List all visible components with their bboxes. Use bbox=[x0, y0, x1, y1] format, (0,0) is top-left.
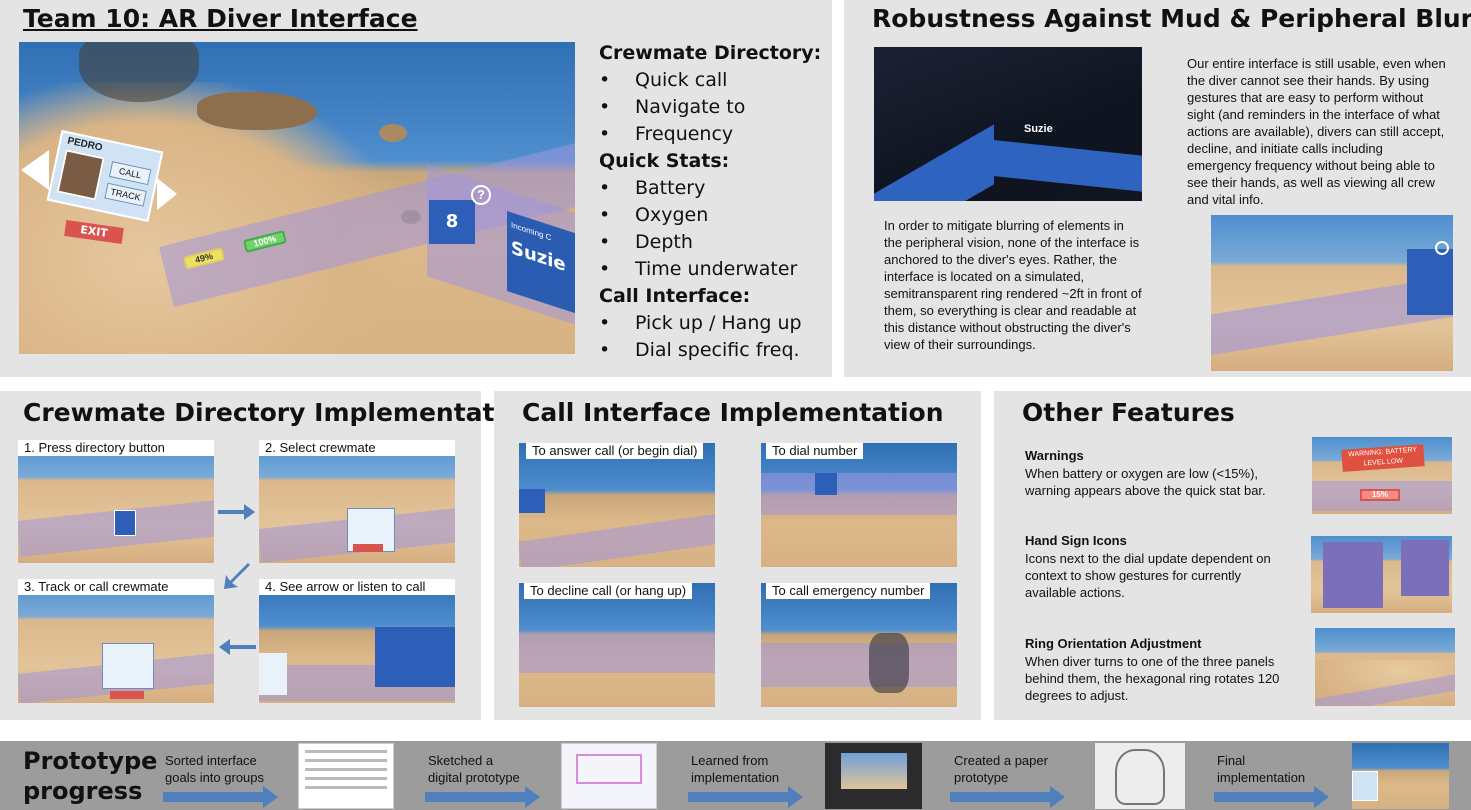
crew-step-2-caption: 2. Select crewmate bbox=[259, 440, 455, 456]
feature-warnings-title: Warnings bbox=[1025, 448, 1084, 463]
progress-step-3: Learned from implementation bbox=[691, 753, 780, 785]
other-features-title: Other Features bbox=[1022, 398, 1235, 427]
progress-step-4: Created a paper prototype bbox=[954, 753, 1048, 785]
feature-ring-title: Ring Orientation Adjustment bbox=[1025, 636, 1202, 651]
feature-list-item: Quick call bbox=[599, 67, 727, 94]
progress-arrow-1-icon bbox=[163, 786, 278, 808]
crew-step-3-image bbox=[18, 579, 214, 703]
ring-orientation-image bbox=[1315, 628, 1455, 706]
prototype-progress-title: Prototype progress bbox=[23, 747, 158, 805]
crew-arrow-left-icon bbox=[219, 639, 256, 655]
feature-list-item: Pick up / Hang up bbox=[599, 310, 802, 337]
main-scene-image: 49% 100% 8 ? Incoming C Suzie PEDRO CALL… bbox=[19, 42, 575, 354]
progress-arrow-4-icon bbox=[950, 786, 1065, 808]
page-title: Team 10: AR Diver Interface bbox=[23, 4, 418, 33]
call-decline-image bbox=[519, 583, 715, 707]
call-button[interactable]: CALL bbox=[108, 161, 152, 186]
hand-sign-icons-image bbox=[1311, 536, 1452, 613]
feature-list-item: Navigate to bbox=[599, 94, 745, 121]
progress-thumb-groups bbox=[298, 743, 394, 809]
crew-directory-title: Crewmate Directory Implementation bbox=[23, 398, 539, 427]
feature-ring-text: When diver turns to one of the three pan… bbox=[1025, 654, 1280, 703]
clear-view-image bbox=[1211, 215, 1453, 371]
progress-thumb-final bbox=[1352, 743, 1449, 809]
feature-group-heading: Quick Stats: bbox=[599, 150, 730, 172]
progress-thumb-digital bbox=[561, 743, 657, 809]
progress-arrow-2-icon bbox=[425, 786, 540, 808]
progress-arrow-5-icon bbox=[1214, 786, 1329, 808]
crew-step-2-image bbox=[259, 440, 455, 563]
call-dial-caption: To dial number bbox=[766, 443, 864, 459]
call-emergency-image bbox=[761, 583, 957, 707]
feature-group-heading: Call Interface: bbox=[599, 285, 751, 307]
robustness-text-right: Our entire interface is still usable, ev… bbox=[1187, 56, 1446, 207]
feature-hand-sign-text: Icons next to the dial update dependent … bbox=[1025, 551, 1271, 600]
crew-step-4-caption: 4. See arrow or listen to call bbox=[259, 579, 455, 595]
call-answer-image bbox=[519, 443, 715, 567]
call-decline-caption: To decline call (or hang up) bbox=[524, 583, 693, 599]
progress-thumb-implementation bbox=[825, 743, 922, 809]
help-icon[interactable]: ? bbox=[471, 185, 491, 205]
warning-image: WARNING: BATTERY LEVEL LOW 15% bbox=[1312, 437, 1452, 514]
crew-step-3-caption: 3. Track or call crewmate bbox=[18, 579, 214, 595]
dial-panel: 8 bbox=[429, 200, 475, 244]
feature-list-item: Depth bbox=[599, 229, 693, 256]
call-emergency-caption: To call emergency number bbox=[766, 583, 931, 599]
progress-step-2: Sketched a digital prototype bbox=[428, 753, 520, 785]
crew-arrow-right-icon bbox=[218, 504, 255, 520]
progress-arrow-3-icon bbox=[688, 786, 803, 808]
feature-group-heading: Crewmate Directory: bbox=[599, 42, 822, 64]
blurred-view-image: Suzie bbox=[874, 47, 1142, 201]
feature-list: Crewmate Directory: Quick callNavigate to… bbox=[599, 40, 829, 370]
avatar bbox=[56, 149, 105, 201]
progress-step-5: Final implementation bbox=[1217, 753, 1306, 785]
feature-list-item: Time underwater bbox=[599, 256, 797, 283]
feature-list-item: Battery bbox=[599, 175, 705, 202]
track-button[interactable]: TRACK bbox=[104, 182, 147, 207]
feature-list-item: Oxygen bbox=[599, 202, 708, 229]
progress-step-1: Sorted interface goals into groups bbox=[165, 753, 265, 785]
help-icon bbox=[1435, 241, 1449, 255]
crew-step-4-image bbox=[259, 579, 455, 703]
robustness-text-left: In order to mitigate blurring of element… bbox=[884, 218, 1142, 352]
caller-name: Suzie bbox=[1024, 123, 1053, 135]
call-answer-caption: To answer call (or begin dial) bbox=[526, 443, 704, 459]
call-interface-title: Call Interface Implementation bbox=[522, 398, 944, 427]
robustness-title: Robustness Against Mud & Peripheral Blur… bbox=[872, 4, 1471, 33]
nav-right-arrow-icon[interactable] bbox=[157, 178, 177, 210]
crew-arrow-down-left-icon bbox=[224, 563, 250, 589]
warning-banner: WARNING: BATTERY LEVEL LOW bbox=[1341, 444, 1425, 472]
crew-step-1-image bbox=[18, 440, 214, 563]
progress-thumb-paper bbox=[1095, 743, 1185, 809]
call-dial-image bbox=[761, 443, 957, 567]
feature-warnings-text: When battery or oxygen are low (<15%), w… bbox=[1025, 466, 1266, 498]
nav-left-arrow-icon[interactable] bbox=[21, 150, 49, 190]
feature-hand-sign-title: Hand Sign Icons bbox=[1025, 533, 1127, 548]
feature-list-item: Frequency bbox=[599, 121, 733, 148]
feature-list-item: Dial specific freq. bbox=[599, 337, 800, 364]
crew-step-1-caption: 1. Press directory button bbox=[18, 440, 214, 456]
